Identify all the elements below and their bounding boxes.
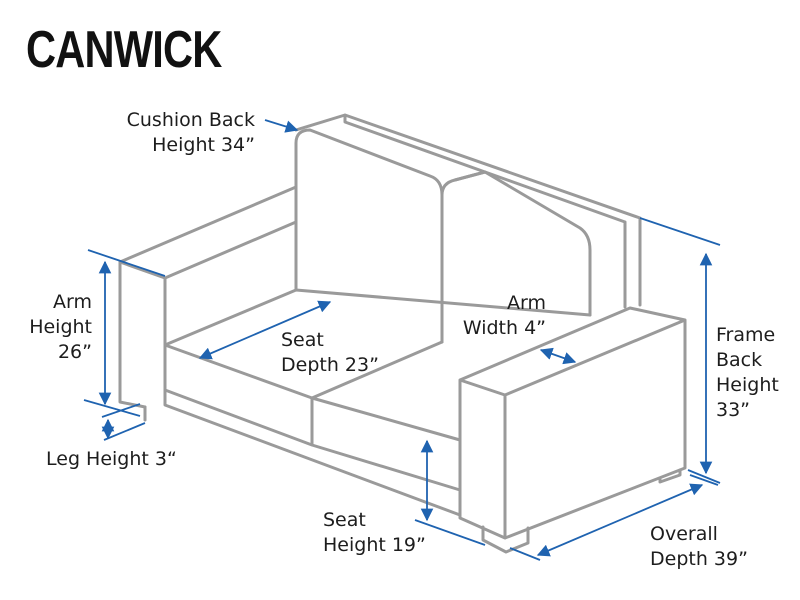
label-line: Back [716, 349, 763, 371]
sofa-outline [118, 113, 687, 554]
label-line: Seat [281, 329, 324, 351]
left-arm [118, 185, 298, 409]
leg-height-label: Leg Height 3“ [46, 447, 177, 472]
arm-width-label: Arm Width 4” [440, 291, 546, 341]
arm-height-label: Arm Height 26” [10, 290, 92, 365]
overall-depth-label: Overall Depth 39” [650, 522, 748, 572]
cushion-back-height-arrow [264, 119, 299, 133]
dimension-lines [83, 119, 721, 561]
seat-height-label: Seat Height 19” [323, 508, 426, 558]
front-leg [481, 525, 530, 554]
cushion-back-height-label: Cushion Back Height 34” [100, 108, 255, 158]
frame-back-height-label: Frame Back Height 33” [716, 323, 779, 423]
label-line: Height 19” [323, 534, 426, 556]
label-line: 26” [57, 341, 92, 363]
seat-depth-label: Seat Depth 23” [281, 328, 379, 378]
label-line: Width 4” [462, 317, 546, 339]
back-frame [294, 113, 642, 309]
seat-depth-arrow [198, 300, 332, 360]
label-line: Frame [716, 324, 776, 346]
arm-width-arrow [539, 347, 577, 365]
label-line: Height 34” [152, 134, 255, 156]
label-line: Height [29, 316, 92, 338]
product-title: CANWICK [26, 21, 222, 79]
label-line: 33” [716, 399, 751, 421]
label-line: Height [716, 374, 779, 396]
right-arm [458, 306, 687, 540]
back-leg [658, 468, 682, 484]
label-line: Seat [323, 509, 366, 531]
label-line: Depth 39” [650, 548, 748, 570]
label-line: Overall [650, 523, 718, 545]
right-back-cushion [440, 170, 592, 317]
label-line: Arm [507, 292, 546, 314]
left-back-cushion [294, 128, 444, 344]
label-line: Leg Height 3“ [46, 448, 177, 470]
label-line: Arm [53, 291, 92, 313]
overall-depth-arrow [536, 483, 704, 557]
label-line: Cushion Back [126, 109, 255, 131]
label-line: Depth 23” [281, 354, 379, 376]
